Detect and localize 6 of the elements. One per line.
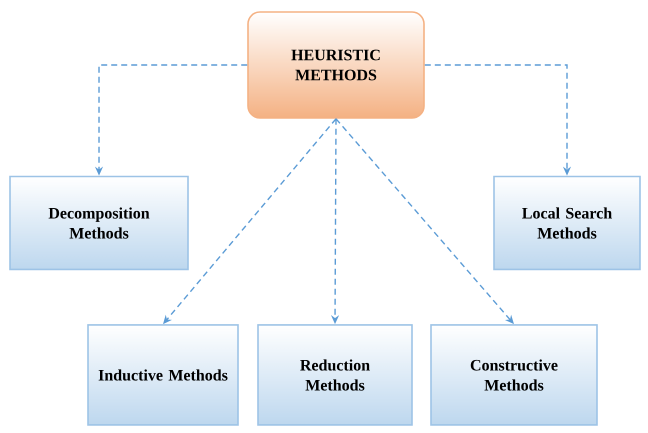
method-box: Inductive Methods (87, 324, 239, 426)
heading-box: HEURISTIC METHODS (247, 11, 425, 119)
method-box: Local Search Methods (493, 176, 641, 270)
method-box: Decomposition Methods (9, 176, 189, 270)
method-box: Constructive Methods (430, 324, 598, 426)
method-box: Reduction Methods (257, 324, 413, 426)
